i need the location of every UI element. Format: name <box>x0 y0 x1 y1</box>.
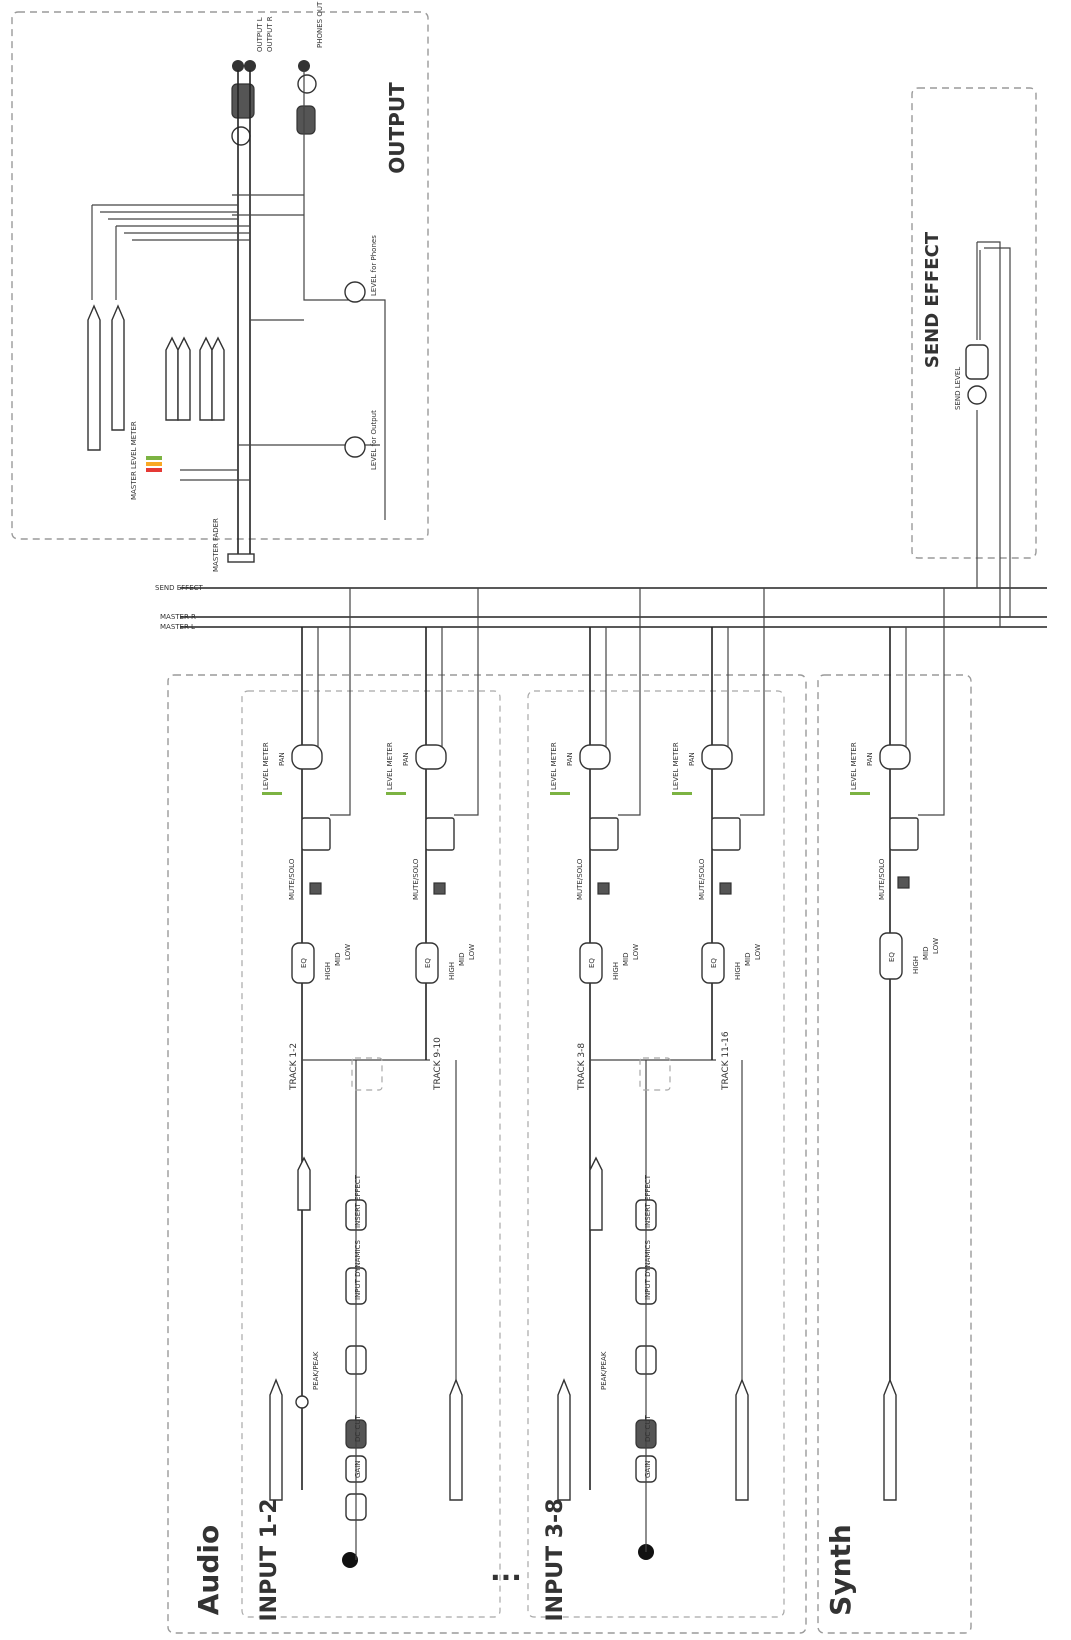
send-level-label: SEND LEVEL <box>954 367 962 410</box>
output-l-label: OUTPUT L <box>256 17 264 52</box>
high-label-1: HIGH <box>324 962 332 980</box>
input-1-2-frame <box>241 690 501 1618</box>
phones-label: PHONES OUT <box>316 1 324 48</box>
input-dynamics-label-3: INPUT DYNAMICS <box>644 1240 652 1300</box>
send-effect-section-frame <box>911 87 1037 559</box>
synth-section-title: Synth <box>824 1524 857 1616</box>
eq-label-3: EQ <box>588 958 596 968</box>
input-1-2-title: INPUT 1-2 <box>257 1499 282 1622</box>
peak-label-1: PEAK/PEAK <box>312 1351 320 1390</box>
input-dynamics-label-1: INPUT DYNAMICS <box>354 1240 362 1300</box>
channel-strip-1 <box>262 588 430 1568</box>
master-fader-label: MASTER FADER <box>212 518 220 572</box>
peak-label-3: PEAK/PEAK <box>600 1351 608 1390</box>
mute-solo-label-2: MUTE/SOLO <box>412 858 420 900</box>
send-effect-wiring <box>976 241 1011 627</box>
eq-label-synth: EQ <box>888 952 896 962</box>
bus-master-l-label: MASTER L <box>160 623 195 631</box>
send-effect-block <box>965 344 989 380</box>
mid-label-4: MID <box>744 953 752 967</box>
mid-label-2: MID <box>458 953 466 967</box>
track-label-3: TRACK 3-8 <box>577 1043 587 1091</box>
send-effect-section-title: SEND EFFECT <box>922 231 943 368</box>
level-phones-knob <box>344 281 366 303</box>
channel-strip-2 <box>386 588 479 1501</box>
low-label-synth: LOW <box>932 938 940 954</box>
pan-label-4: PAN <box>688 752 696 766</box>
output-r-label: OUTPUT R <box>266 16 274 52</box>
insert-effect-label-3: INSERT EFFECT <box>644 1174 652 1228</box>
bus-master-r-label: MASTER R <box>160 613 196 621</box>
level-output-label: LEVEL for Output <box>370 410 378 470</box>
high-label-synth: HIGH <box>912 956 920 974</box>
level-meter-label-1: LEVEL METER <box>262 742 270 790</box>
level-meter-label-4: LEVEL METER <box>672 742 680 790</box>
dc-cut-label-3: DC CUT <box>644 1414 652 1442</box>
master-fader <box>227 553 255 563</box>
buses <box>180 587 1047 628</box>
eq-label-2: EQ <box>424 958 432 968</box>
input-3-8-frame <box>527 690 785 1618</box>
gain-label-3: GAIN <box>644 1460 652 1478</box>
low-label-3: LOW <box>632 944 640 960</box>
level-meter-label-2: LEVEL METER <box>386 742 394 790</box>
level-phones-label: LEVEL for Phones <box>370 235 378 296</box>
mute-solo-label-1: MUTE/SOLO <box>288 858 296 900</box>
high-label-4: HIGH <box>734 962 742 980</box>
ellipsis: ... <box>490 1554 522 1587</box>
mute-solo-label-4: MUTE/SOLO <box>698 858 706 900</box>
output-wiring <box>91 70 386 560</box>
audio-section-frame <box>167 674 807 1634</box>
track-label-1: TRACK 1-2 <box>289 1043 299 1091</box>
mid-label-3: MID <box>622 953 630 967</box>
master-level-meter-label: MASTER LEVEL METER <box>130 421 138 500</box>
level-output-knob <box>344 436 366 458</box>
insert-effect-label-1: INSERT EFFECT <box>354 1174 362 1228</box>
mute-solo-label-synth: MUTE/SOLO <box>878 858 886 900</box>
mute-solo-label-3: MUTE/SOLO <box>576 858 584 900</box>
high-label-3: HIGH <box>612 962 620 980</box>
low-label-1: LOW <box>344 944 352 960</box>
output-section-title: OUTPUT <box>385 82 409 174</box>
gain-label-1: GAIN <box>354 1460 362 1478</box>
audio-section-title: Audio <box>192 1525 225 1615</box>
channel-strip-4 <box>672 588 765 1501</box>
level-meter-label-3: LEVEL METER <box>550 742 558 790</box>
low-label-4: LOW <box>754 944 762 960</box>
track-label-2: TRACK 9-10 <box>433 1037 443 1091</box>
input-3-8-title: INPUT 3-8 <box>543 1499 568 1622</box>
pan-label-2: PAN <box>402 752 410 766</box>
mid-label-synth: MID <box>922 947 930 961</box>
output-section-frame <box>11 11 429 540</box>
high-label-2: HIGH <box>448 962 456 980</box>
output-tags <box>87 304 225 472</box>
dc-cut-label-1: DC CUT <box>354 1414 362 1442</box>
channel-strip-3 <box>550 588 716 1560</box>
level-meter-label-synth: LEVEL METER <box>850 742 858 790</box>
send-level-knob <box>967 385 987 405</box>
low-label-2: LOW <box>468 944 476 960</box>
eq-label-1: EQ <box>300 958 308 968</box>
bus-send-label: SEND EFFECT <box>155 584 204 592</box>
channel-strip-synth <box>850 588 945 1501</box>
pan-label-synth: PAN <box>866 752 874 766</box>
pan-label-3: PAN <box>566 752 574 766</box>
pan-label-1: PAN <box>278 752 286 766</box>
mid-label-1: MID <box>334 953 342 967</box>
synth-section-frame <box>817 674 972 1634</box>
eq-label-4: EQ <box>710 958 718 968</box>
track-label-4: TRACK 11-16 <box>721 1031 731 1091</box>
